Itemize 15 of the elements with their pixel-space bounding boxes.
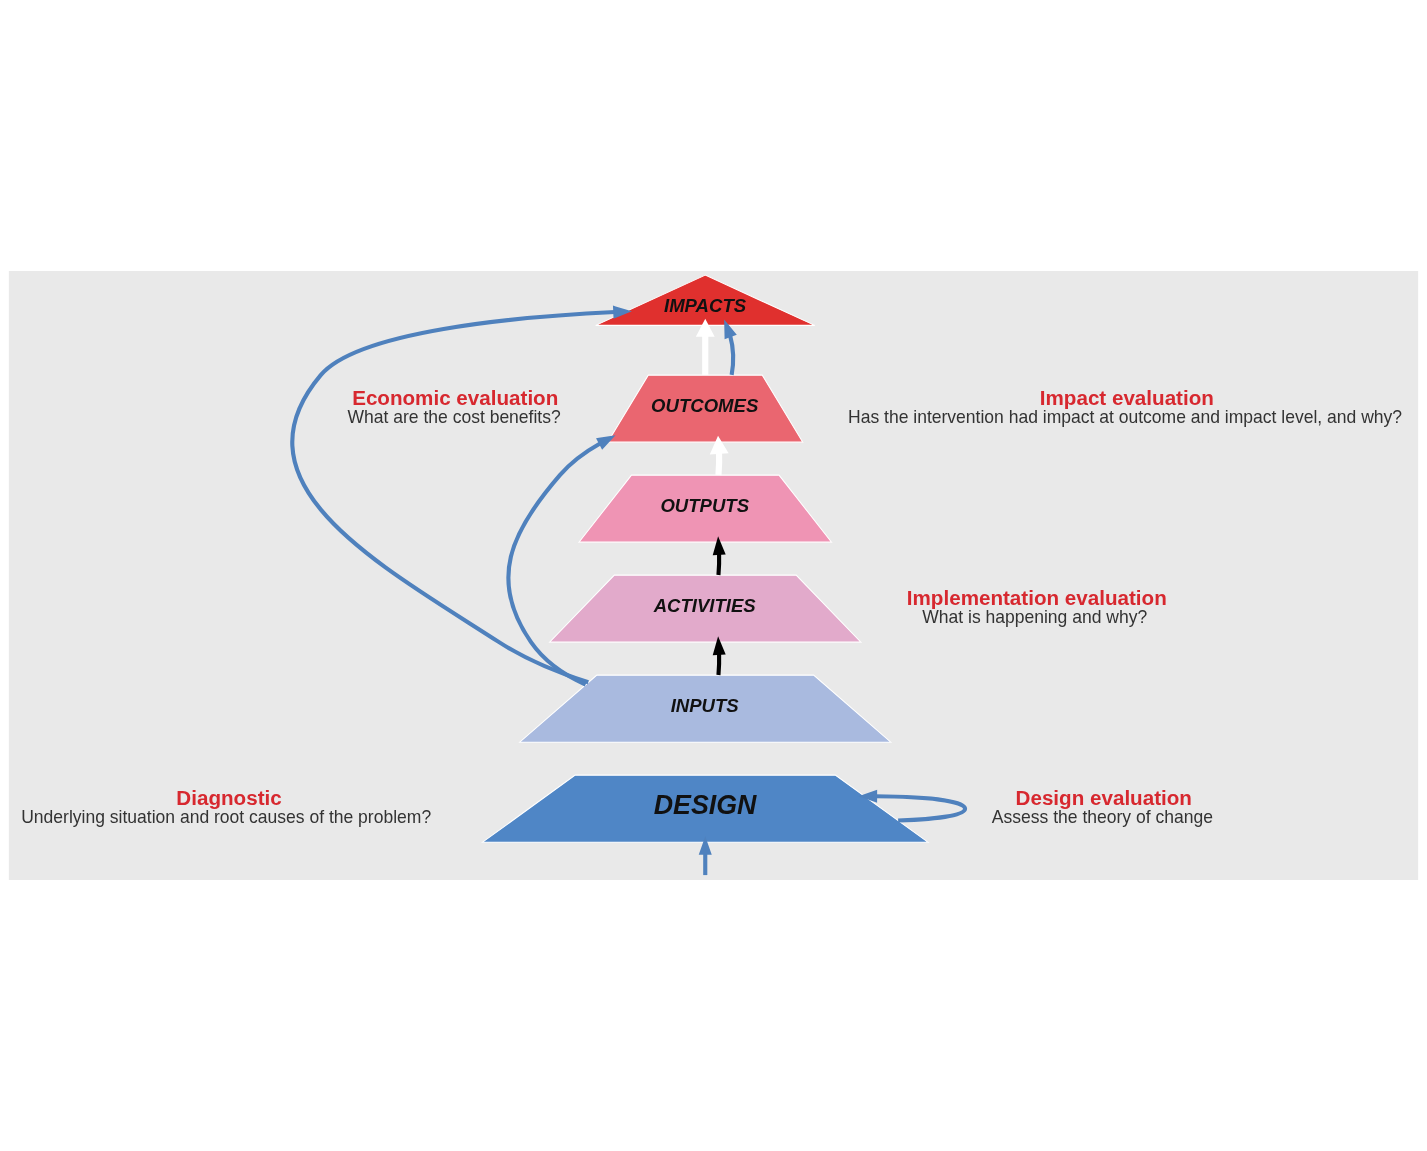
arrow: [858, 789, 968, 823]
label: Diagnostic: [176, 786, 282, 810]
arrow: [712, 536, 726, 576]
arrow: [712, 636, 726, 676]
label: What are the cost benefits?: [347, 407, 561, 428]
label: Design evaluation: [1015, 786, 1192, 810]
arrow: [506, 435, 616, 687]
arrow: [291, 305, 632, 685]
arrow: [709, 435, 729, 476]
arrow: [695, 318, 715, 375]
label: Impact evaluation: [1039, 386, 1214, 410]
label: Economic evaluation: [352, 386, 559, 410]
label: Implementation evaluation: [906, 586, 1167, 610]
arrow: [698, 836, 712, 876]
arrow: [724, 319, 737, 376]
